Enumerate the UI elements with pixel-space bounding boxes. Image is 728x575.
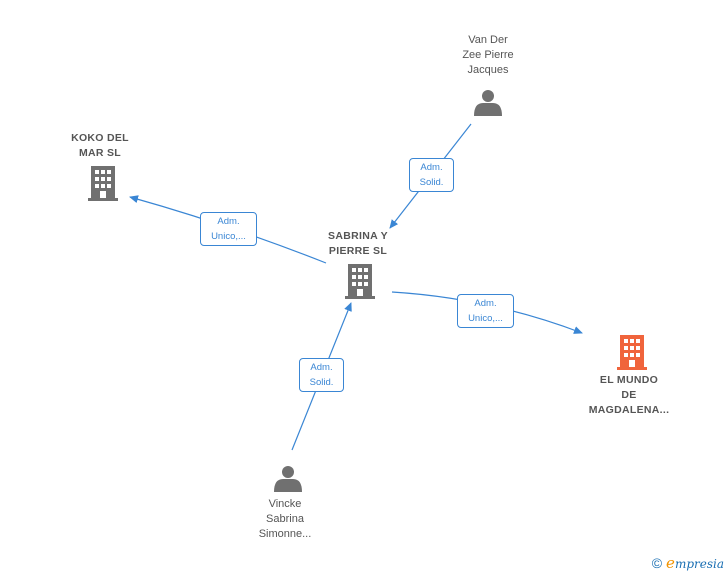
edge-label-adm-solid[interactable]: Adm. Solid. [409,158,454,192]
edge-label-adm-unico[interactable]: Adm. Unico,... [200,212,257,246]
label-line: Sabrina [266,513,304,525]
node-label-el-mundo[interactable]: EL MUNDO DE MAGDALENA... [569,373,689,418]
brand-initial: e [666,554,675,572]
edge-label-line: Adm. [310,362,333,373]
brand-name: mpresia [674,557,724,571]
building-icon[interactable] [345,264,375,299]
label-line: EL MUNDO [599,374,659,386]
building-icon[interactable] [88,166,118,201]
label-line: Vincke [268,498,302,510]
node-label-vincke[interactable]: Vincke Sabrina Simonne... [235,497,335,542]
label-line: MAR SL [78,147,122,159]
person-icon[interactable] [274,466,302,492]
node-label-sabrina-y-pierre[interactable]: SABRINA Y PIERRE SL [308,229,408,259]
label-line: Jacques [467,64,509,76]
edge-label-line: Adm. [474,298,497,309]
edge-label-line: Adm. [217,216,240,227]
label-line: Van Der [468,34,508,46]
copyright-symbol: © [651,555,663,571]
edge-label-line: Unico,... [468,313,503,324]
label-line: DE [621,389,637,401]
building-icon[interactable] [617,335,647,370]
edge-label-adm-solid[interactable]: Adm. Solid. [299,358,344,392]
label-line: Zee Pierre [462,49,514,61]
label-line: SABRINA Y [328,230,388,242]
person-icon[interactable] [474,90,502,116]
edge-label-line: Solid. [309,377,334,388]
edge-label-line: Unico,... [211,231,246,242]
edge-label-line: Adm. [420,162,443,173]
brand-footer: ©empresia [652,554,724,572]
label-line: MAGDALENA... [588,404,670,416]
edge-label-line: Solid. [419,177,444,188]
edge-label-adm-unico[interactable]: Adm. Unico,... [457,294,514,328]
node-label-koko[interactable]: KOKO DEL MAR SL [50,131,150,161]
label-line: PIERRE SL [328,245,388,257]
node-label-van-der-zee[interactable]: Van Der Zee Pierre Jacques [438,33,538,78]
label-line: Simonne... [258,528,312,540]
label-line: KOKO DEL [71,132,129,144]
